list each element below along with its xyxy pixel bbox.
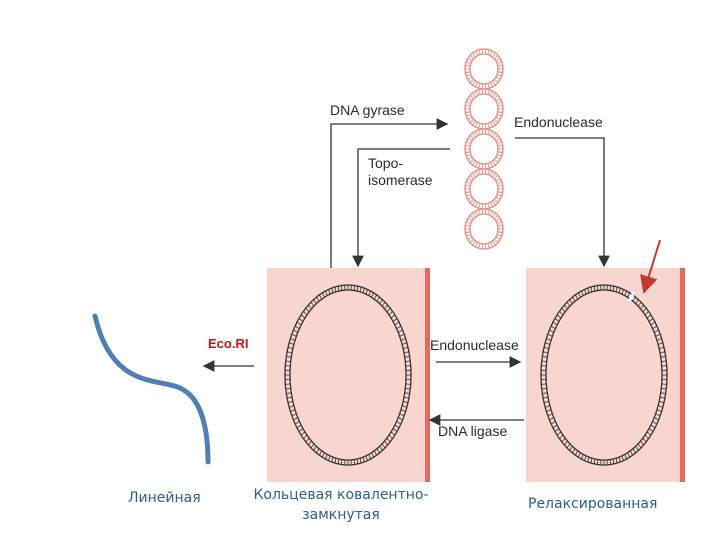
endonuclease-top-label: Endonuclease: [514, 114, 603, 130]
topoisomerase-label-line2: isomerase: [368, 172, 433, 188]
closed-circular-panel: [267, 268, 430, 482]
linear-dna: [95, 316, 208, 462]
supercoil-loop: [465, 129, 503, 169]
panel-edge-left: [425, 268, 430, 482]
supercoil-loop: [465, 209, 503, 249]
dna-gyrase-label: DNA gyrase: [330, 102, 405, 118]
dna-gyrase-arrow: [331, 124, 447, 268]
dna-ligase-label: DNA ligase: [438, 423, 507, 439]
relaxed-panel: [526, 240, 685, 482]
linear-form-label: Линейная: [128, 490, 201, 506]
supercoil-loop: [465, 49, 503, 89]
supercoiled-dna: [465, 49, 503, 249]
endonuclease-top-arrow: [515, 138, 604, 266]
relaxed-form-label: Релаксированная: [528, 496, 657, 512]
panel-edge-right: [680, 268, 685, 482]
supercoil-loop: [465, 169, 503, 209]
closed-circular-label-line1: Кольцевая ковалентно-: [246, 487, 436, 503]
topoisomerase-label-line1: Topo-: [368, 155, 403, 171]
endonuclease-mid-label: Endonuclease: [430, 337, 519, 353]
ecori-label: Eco.RI: [208, 336, 248, 351]
closed-circular-label-line2: замкнутая: [246, 507, 436, 523]
supercoil-loop: [465, 89, 503, 129]
panel-background-left: [267, 268, 425, 482]
panel-background-right: [526, 268, 680, 482]
